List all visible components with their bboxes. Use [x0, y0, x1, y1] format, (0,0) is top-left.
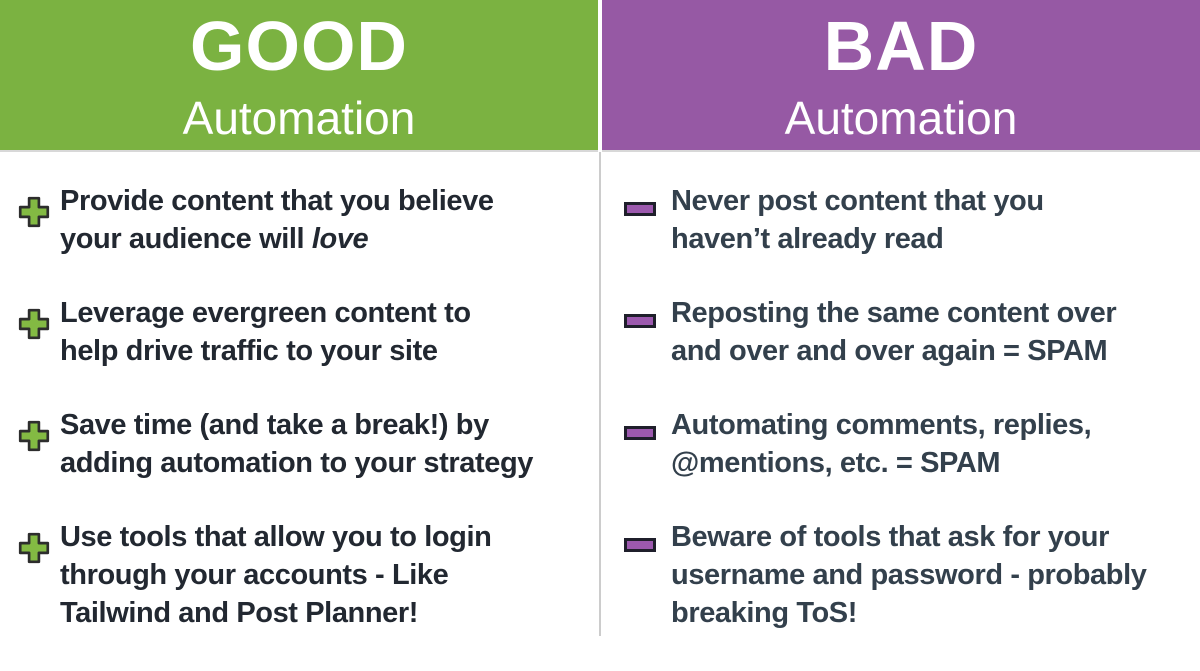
plus-icon [18, 518, 50, 569]
item-text: Reposting the same content over and over … [671, 294, 1117, 370]
list-item: Save time (and take a break!) by adding a… [18, 406, 598, 482]
plus-icon [18, 182, 50, 233]
item-text-line: haven’t already read [671, 223, 944, 255]
bad-title: BAD [823, 7, 979, 85]
bad-list: Never post content that you haven’t alrea… [602, 152, 1200, 632]
item-text-line: breaking ToS! [671, 597, 858, 629]
list-item: Beware of tools that ask for your usernam… [624, 518, 1200, 632]
item-text-line: and over and over again = SPAM [671, 335, 1108, 367]
list-item: Use tools that allow you to login through… [18, 518, 598, 632]
item-text-line: Beware of tools that ask for your [671, 521, 1109, 553]
item-text: Leverage evergreen content to help drive … [60, 294, 471, 370]
column-divider [599, 152, 601, 636]
item-text-line: Never post content that you [671, 185, 1044, 217]
good-subtitle: Automation [182, 92, 416, 144]
item-text-line: your audience will love [60, 223, 369, 255]
item-text-line: username and password - probably [671, 559, 1147, 591]
bad-header: BAD Automation [602, 0, 1200, 152]
item-text-line: Use tools that allow you to login [60, 521, 492, 553]
item-text: Beware of tools that ask for your usernam… [671, 518, 1147, 632]
minus-icon [624, 294, 656, 333]
item-text-line: Save time (and take a break!) by [60, 409, 489, 441]
item-text-line: Automating comments, replies, [671, 409, 1092, 441]
item-text-line: Provide content that you believe [60, 185, 494, 217]
list-item: Reposting the same content over and over … [624, 294, 1200, 370]
list-item: Leverage evergreen content to help drive … [18, 294, 598, 370]
list-item: Provide content that you believe your aud… [18, 182, 598, 258]
item-text: Save time (and take a break!) by adding a… [60, 406, 533, 482]
item-text-line: Tailwind and Post Planner! [60, 597, 419, 629]
minus-icon [624, 518, 656, 557]
item-text-line: adding automation to your strategy [60, 447, 533, 479]
item-text: Never post content that you haven’t alrea… [671, 182, 1044, 258]
item-text-line: help drive traffic to your site [60, 335, 438, 367]
item-text-line: through your accounts - Like [60, 559, 449, 591]
list-item: Never post content that you haven’t alrea… [624, 182, 1200, 258]
item-text: Automating comments, replies, @mentions, … [671, 406, 1092, 482]
item-text-line: Reposting the same content over [671, 297, 1117, 329]
plus-icon [18, 294, 50, 345]
item-text: Provide content that you believe your aud… [60, 182, 494, 258]
minus-icon [624, 406, 656, 445]
good-list: Provide content that you believe your aud… [0, 152, 598, 632]
minus-icon [624, 182, 656, 221]
good-header: GOOD Automation [0, 0, 598, 152]
list-item: Automating comments, replies, @mentions, … [624, 406, 1200, 482]
bad-subtitle: Automation [784, 92, 1018, 144]
good-column: GOOD Automation Provide content that you… [0, 0, 598, 671]
item-text: Use tools that allow you to login through… [60, 518, 492, 632]
bad-column: BAD Automation Never post content that y… [602, 0, 1200, 671]
plus-icon [18, 406, 50, 457]
item-text-line: @mentions, etc. = SPAM [671, 447, 1001, 479]
good-title: GOOD [190, 7, 408, 85]
item-text-line: Leverage evergreen content to [60, 297, 471, 329]
